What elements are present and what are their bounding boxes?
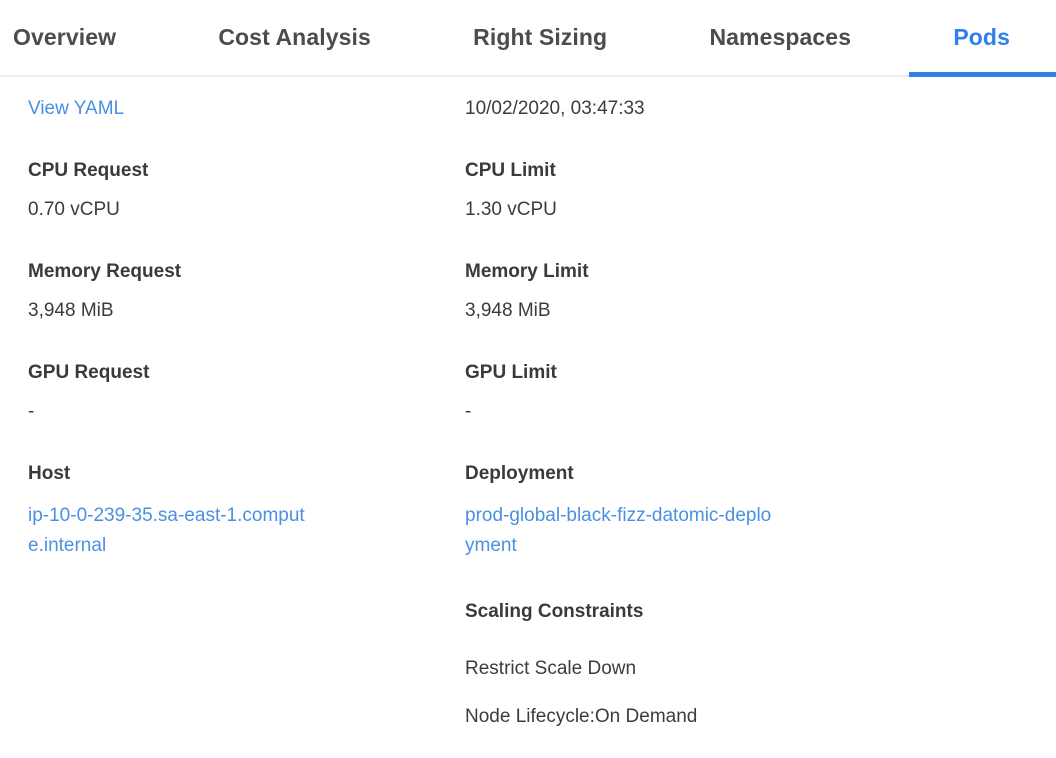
field-label: GPU Request [28, 362, 150, 383]
details-right-column: 10/02/2020, 03:47:33 CPU Limit 1.30 vCPU… [465, 97, 1028, 753]
field-host: Host ip-10-0-239-35.sa-east-1.compute.in… [28, 462, 465, 561]
tab-right-sizing[interactable]: Right Sizing [429, 0, 651, 75]
field-label: CPU Request [28, 160, 149, 181]
host-link[interactable]: ip-10-0-239-35.sa-east-1.compute.interna… [28, 505, 305, 556]
field-value: - [465, 401, 472, 422]
field-memory-limit: Memory Limit 3,948 MiB [465, 260, 1028, 322]
tab-overview[interactable]: Overview [0, 0, 160, 75]
view-yaml-link[interactable]: View YAML [28, 98, 125, 119]
field-label: Memory Request [28, 261, 182, 282]
field-deployment: Deployment prod-global-black-fizz-datomi… [465, 462, 1028, 561]
pod-details-panel: View YAML CPU Request 0.70 vCPU Memory R… [0, 77, 1056, 753]
field-gpu-request: GPU Request - [28, 361, 465, 423]
tab-bar: Overview Cost Analysis Right Sizing Name… [0, 0, 1056, 77]
scaling-constraint-item: Restrict Scale Down [465, 658, 637, 679]
tab-pods[interactable]: Pods [909, 0, 1056, 77]
tab-label: Cost Analysis [218, 24, 371, 50]
field-value: 3,948 MiB [465, 300, 551, 321]
deployment-link[interactable]: prod-global-black-fizz-datomic-deploymen… [465, 505, 772, 556]
field-value: - [28, 401, 35, 422]
scaling-constraints-section: Scaling Constraints Restrict Scale Down … [465, 600, 1028, 728]
scaling-constraint-item: Node Lifecycle:On Demand [465, 706, 698, 727]
details-left-column: View YAML CPU Request 0.70 vCPU Memory R… [28, 97, 465, 753]
field-value: 3,948 MiB [28, 300, 114, 321]
last-updated-timestamp: 10/02/2020, 03:47:33 [465, 98, 645, 119]
field-label: Host [28, 463, 71, 484]
tab-label: Namespaces [709, 24, 852, 50]
tab-label: Pods [953, 24, 1010, 50]
field-label: Deployment [465, 463, 574, 484]
field-cpu-limit: CPU Limit 1.30 vCPU [465, 159, 1028, 221]
tab-namespaces[interactable]: Namespaces [665, 0, 895, 75]
field-gpu-limit: GPU Limit - [465, 361, 1028, 423]
field-cpu-request: CPU Request 0.70 vCPU [28, 159, 465, 221]
field-label: CPU Limit [465, 160, 556, 181]
field-value: 1.30 vCPU [465, 199, 557, 220]
scaling-constraints-title: Scaling Constraints [465, 601, 644, 622]
field-value: 0.70 vCPU [28, 199, 120, 220]
field-label: Memory Limit [465, 261, 589, 282]
tab-label: Right Sizing [473, 24, 608, 50]
field-memory-request: Memory Request 3,948 MiB [28, 260, 465, 322]
tab-label: Overview [13, 24, 117, 50]
field-label: GPU Limit [465, 362, 557, 383]
tab-cost-analysis[interactable]: Cost Analysis [174, 0, 415, 75]
active-tab-indicator [909, 72, 1056, 77]
